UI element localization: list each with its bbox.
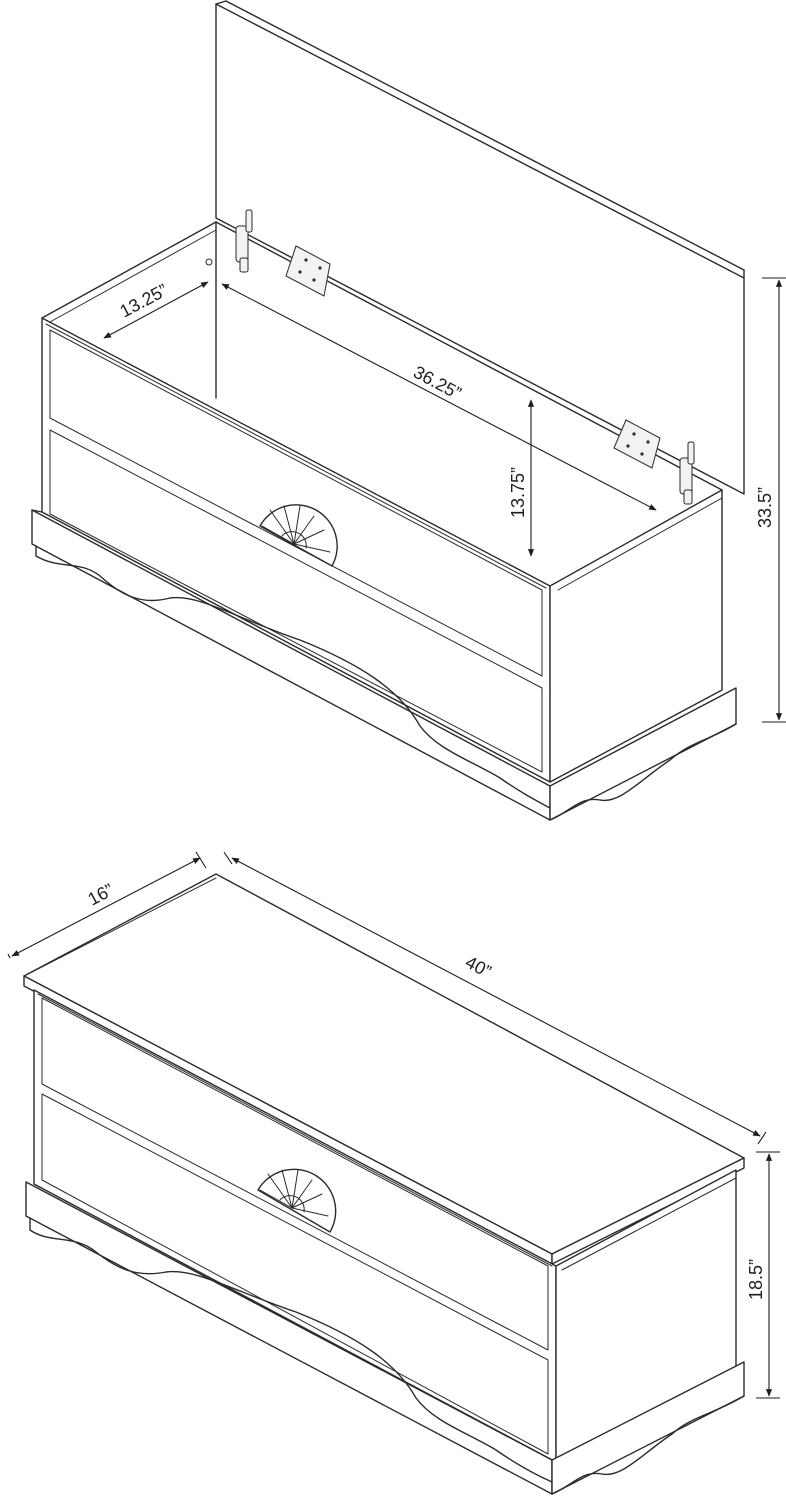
depth-inner-label: 13.25” xyxy=(116,280,170,322)
fan-ornament-icon xyxy=(257,1168,337,1233)
open-chest-drawing: 13.25” 36.25” 13.75” 33.5” xyxy=(31,0,786,821)
height-inner-label: 13.75” xyxy=(508,467,528,518)
depth-label: 16” xyxy=(84,880,116,910)
dimension-depth-inner: 13.25” xyxy=(103,280,209,339)
open-chest-front xyxy=(41,317,551,783)
height-open-label: 33.5” xyxy=(755,487,775,528)
closed-chest-drawing: 16” 40” 18.5” xyxy=(7,851,780,1495)
width-inner-label: 36.25” xyxy=(410,362,464,404)
dimension-height-inner: 13.75” xyxy=(508,399,535,557)
closed-chest-base xyxy=(25,1181,745,1495)
open-chest-side xyxy=(549,489,723,783)
dimension-height: 18.5” xyxy=(746,1151,780,1399)
dimension-height-open: 33.5” xyxy=(755,277,786,723)
fan-ornament-icon xyxy=(259,504,338,567)
width-label: 40” xyxy=(462,952,494,982)
open-chest-base xyxy=(31,509,737,821)
hinge-icon xyxy=(235,209,331,297)
height-label: 18.5” xyxy=(746,1259,766,1300)
